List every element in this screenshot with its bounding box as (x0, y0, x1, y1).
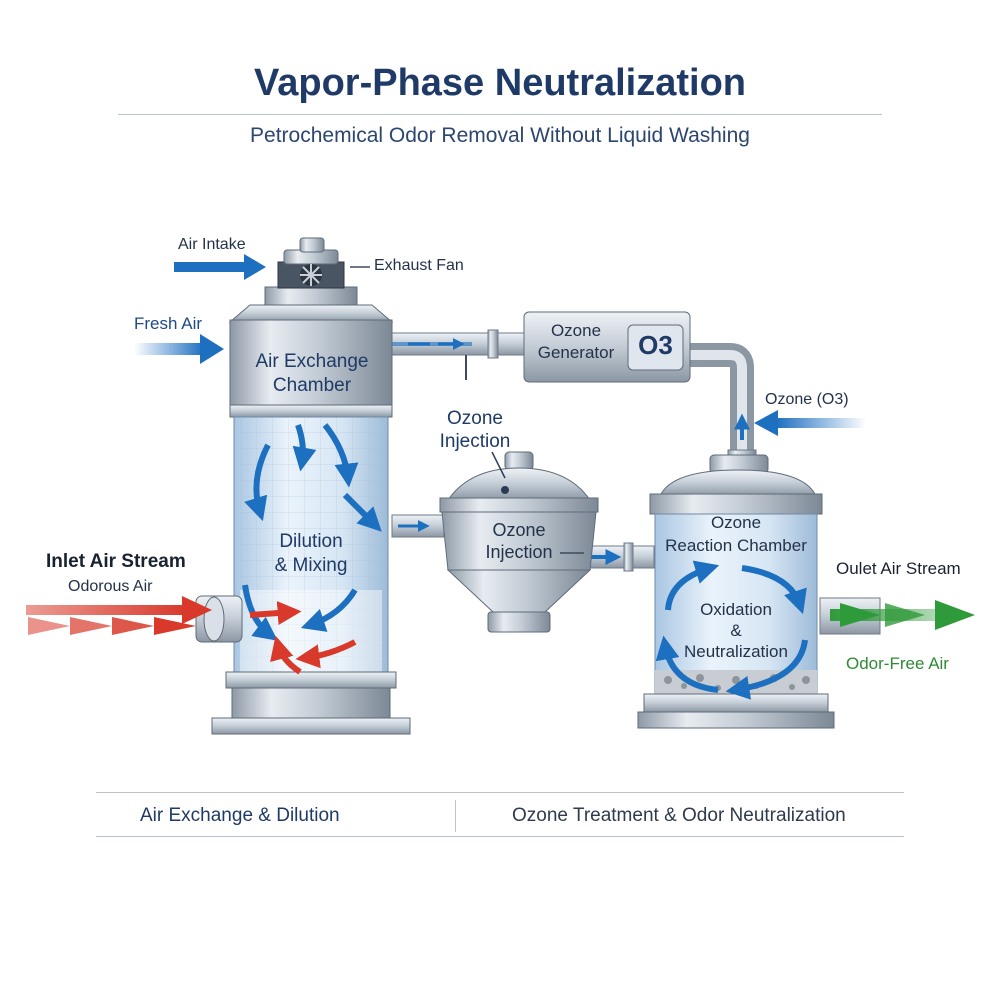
dilution-mixing-label: Dilution & Mixing (274, 531, 348, 576)
oxidation-neutralization-label: Oxidation & Neutralization (684, 600, 788, 661)
pipe-injector-to-reactor (583, 542, 655, 572)
o3-badge: O3 (638, 330, 673, 360)
outlet-air-arrows (830, 600, 975, 630)
footer-left-caption: Air Exchange & Dilution (140, 805, 340, 826)
ozone-reaction-chamber-vessel (637, 454, 835, 729)
inlet-air-arrows (26, 596, 212, 635)
callout-leaders (350, 266, 584, 554)
reaction-flow-arrows (655, 560, 808, 700)
footer-top-rule (96, 792, 904, 793)
fresh-air-arrow (134, 334, 224, 364)
ozone-generator (523, 311, 691, 383)
ozone-o3-label: Ozone (O3) (765, 391, 849, 408)
footer-divider (455, 800, 456, 832)
fresh-air-label: Fresh Air (134, 314, 203, 333)
pipe-to-generator (391, 329, 528, 380)
page-title: Vapor-Phase Neutralization (253, 62, 746, 104)
ozone-injection-vessel-label: Ozone Injection (485, 520, 553, 562)
pipe-generator-to-reactor (690, 343, 757, 470)
air-intake-label: Air Intake (178, 236, 246, 253)
ozone-injection-callout-label: Ozone Injection (439, 408, 511, 452)
mixing-flow-arrows (242, 423, 382, 675)
page-subtitle: Petrochemical Odor Removal Without Liqui… (250, 124, 750, 147)
ozone-generator-label: Ozone Generator (537, 321, 615, 362)
pipe-chamber-to-injector (391, 514, 445, 538)
air-exchange-chamber-label: Air Exchange Chamber (255, 351, 369, 396)
air-exchange-chamber-vessel (195, 237, 411, 735)
ozone-reaction-chamber-label: Ozone Reaction Chamber (665, 513, 807, 555)
footer-bottom-rule (96, 836, 904, 837)
exhaust-fan-label: Exhaust Fan (374, 257, 464, 274)
odorous-air-label: Odorous Air (68, 578, 153, 595)
footer-right-caption: Ozone Treatment & Odor Neutralization (512, 805, 846, 826)
ozone-o3-arrow (754, 410, 866, 436)
ozone-injection-vessel (439, 451, 599, 633)
title-divider (118, 114, 882, 115)
exhaust-fan-icon (300, 264, 322, 286)
odor-free-air-label: Odor-Free Air (846, 654, 949, 673)
inlet-air-stream-label: Inlet Air Stream (46, 551, 186, 572)
outlet-air-stream-label: Oulet Air Stream (836, 559, 961, 578)
air-intake-arrow (174, 254, 266, 280)
